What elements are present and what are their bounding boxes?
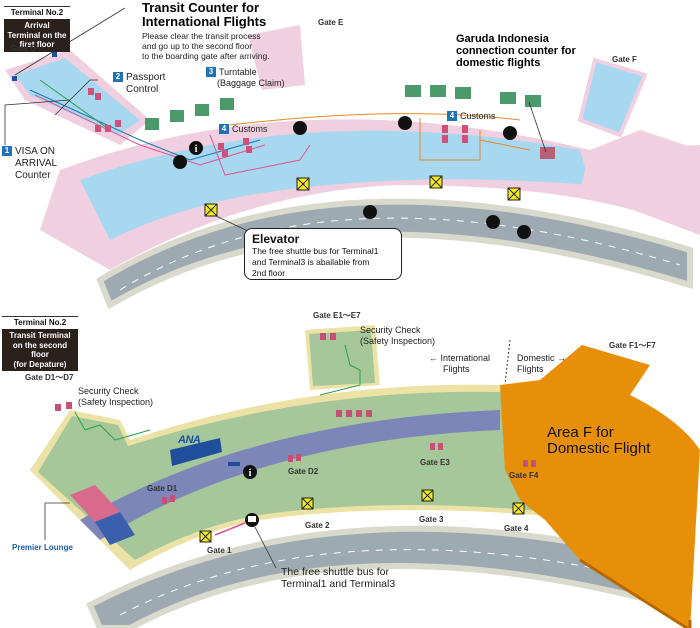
security-check-d: Security Check (Safety Inspection): [78, 386, 154, 407]
gate-e3-label: Gate E3: [420, 458, 450, 467]
elevator-callout: Elevator The free shuttle bus for Termin…: [244, 228, 402, 280]
elevator-icon: [512, 502, 525, 515]
exchange-icon: [398, 116, 412, 130]
shuttle-bus-label: The free shuttle bus for Terminal1 and T…: [281, 566, 396, 590]
floor2-title: Transit Terminal on the second floor (fo…: [2, 329, 78, 371]
round-icons: i: [173, 116, 531, 239]
gate-group-d: Gate D1～D7: [25, 373, 74, 382]
taxi-icon: [363, 205, 377, 219]
gate-f4-label: Gate F4: [509, 471, 539, 480]
gate-f-label: Gate F: [612, 55, 637, 64]
taxi-icon: [486, 215, 500, 229]
floor1-concourse: [80, 130, 590, 240]
exchange-icon: [293, 121, 307, 135]
elevator-icon: [301, 497, 314, 510]
gate-d1-label: Gate D1: [147, 484, 178, 493]
floor1-terminal-label: Terminal No.2 Arrival Terminal on the fi…: [4, 6, 70, 52]
security-check-e: Security Check (Safety Inspection): [360, 325, 436, 346]
baggage-turntables: [145, 85, 541, 130]
floor1-title: Arrival Terminal on the first floor: [4, 19, 70, 52]
floor2-building: [30, 384, 590, 570]
gate-group-e: Gate E1～E7: [313, 311, 361, 320]
floor1-pier-f: [577, 57, 648, 138]
gate-d-label: Gate D: [10, 44, 36, 53]
svg-text:i: i: [249, 468, 252, 479]
elevator-icon: [199, 530, 212, 543]
international-flights-label: ← International Flights: [429, 353, 491, 374]
gate-1-label: Gate 1: [207, 546, 232, 555]
gate-group-f: Gate F1～F7: [609, 341, 656, 350]
area-f: [500, 345, 700, 628]
step-badge: 2: [113, 72, 123, 82]
gate-e-label: Gate E: [318, 18, 344, 27]
step-badge: 4: [447, 111, 457, 121]
gate-d2-label: Gate D2: [288, 467, 319, 476]
floor2-terminal-label: Terminal No.2 Transit Terminal on the se…: [2, 316, 78, 371]
gate-2-label: Gate 2: [305, 521, 330, 530]
svg-text:i: i: [195, 144, 198, 155]
counters: [88, 88, 555, 159]
step-badge: 1: [2, 146, 12, 156]
garuda-counter-label: Garuda Indonesia connection counter for …: [456, 33, 576, 69]
floor2-elevators: [199, 489, 525, 543]
info-icon: [243, 465, 257, 479]
info-icon: [189, 141, 203, 155]
bus-icon: [245, 513, 259, 527]
exchange-icon: [173, 155, 187, 169]
gate-3-label: Gate 3: [419, 515, 444, 524]
transit-counter-title: Transit Counter for International Flight…: [142, 0, 267, 29]
ana-logo: ANA: [178, 434, 201, 446]
floor1-pier-e: [248, 25, 305, 90]
floor1-map: i: [4, 7, 700, 310]
elevator-icons: [204, 175, 521, 217]
bus-icon: [517, 225, 531, 239]
elevator-icon: [421, 489, 434, 502]
transit-counter-desc: Please clear the transit process and go …: [142, 31, 270, 61]
exchange-icon: [503, 126, 517, 140]
premier-lounge-label: Premier Lounge: [12, 543, 73, 552]
step-badge: 3: [206, 67, 216, 77]
domestic-flights-label: Domestic → Flights: [517, 353, 567, 374]
step-badge: 4: [219, 124, 229, 134]
area-f-label: Area F for Domestic Flight: [547, 424, 651, 457]
gate-4-label: Gate 4: [504, 524, 529, 533]
